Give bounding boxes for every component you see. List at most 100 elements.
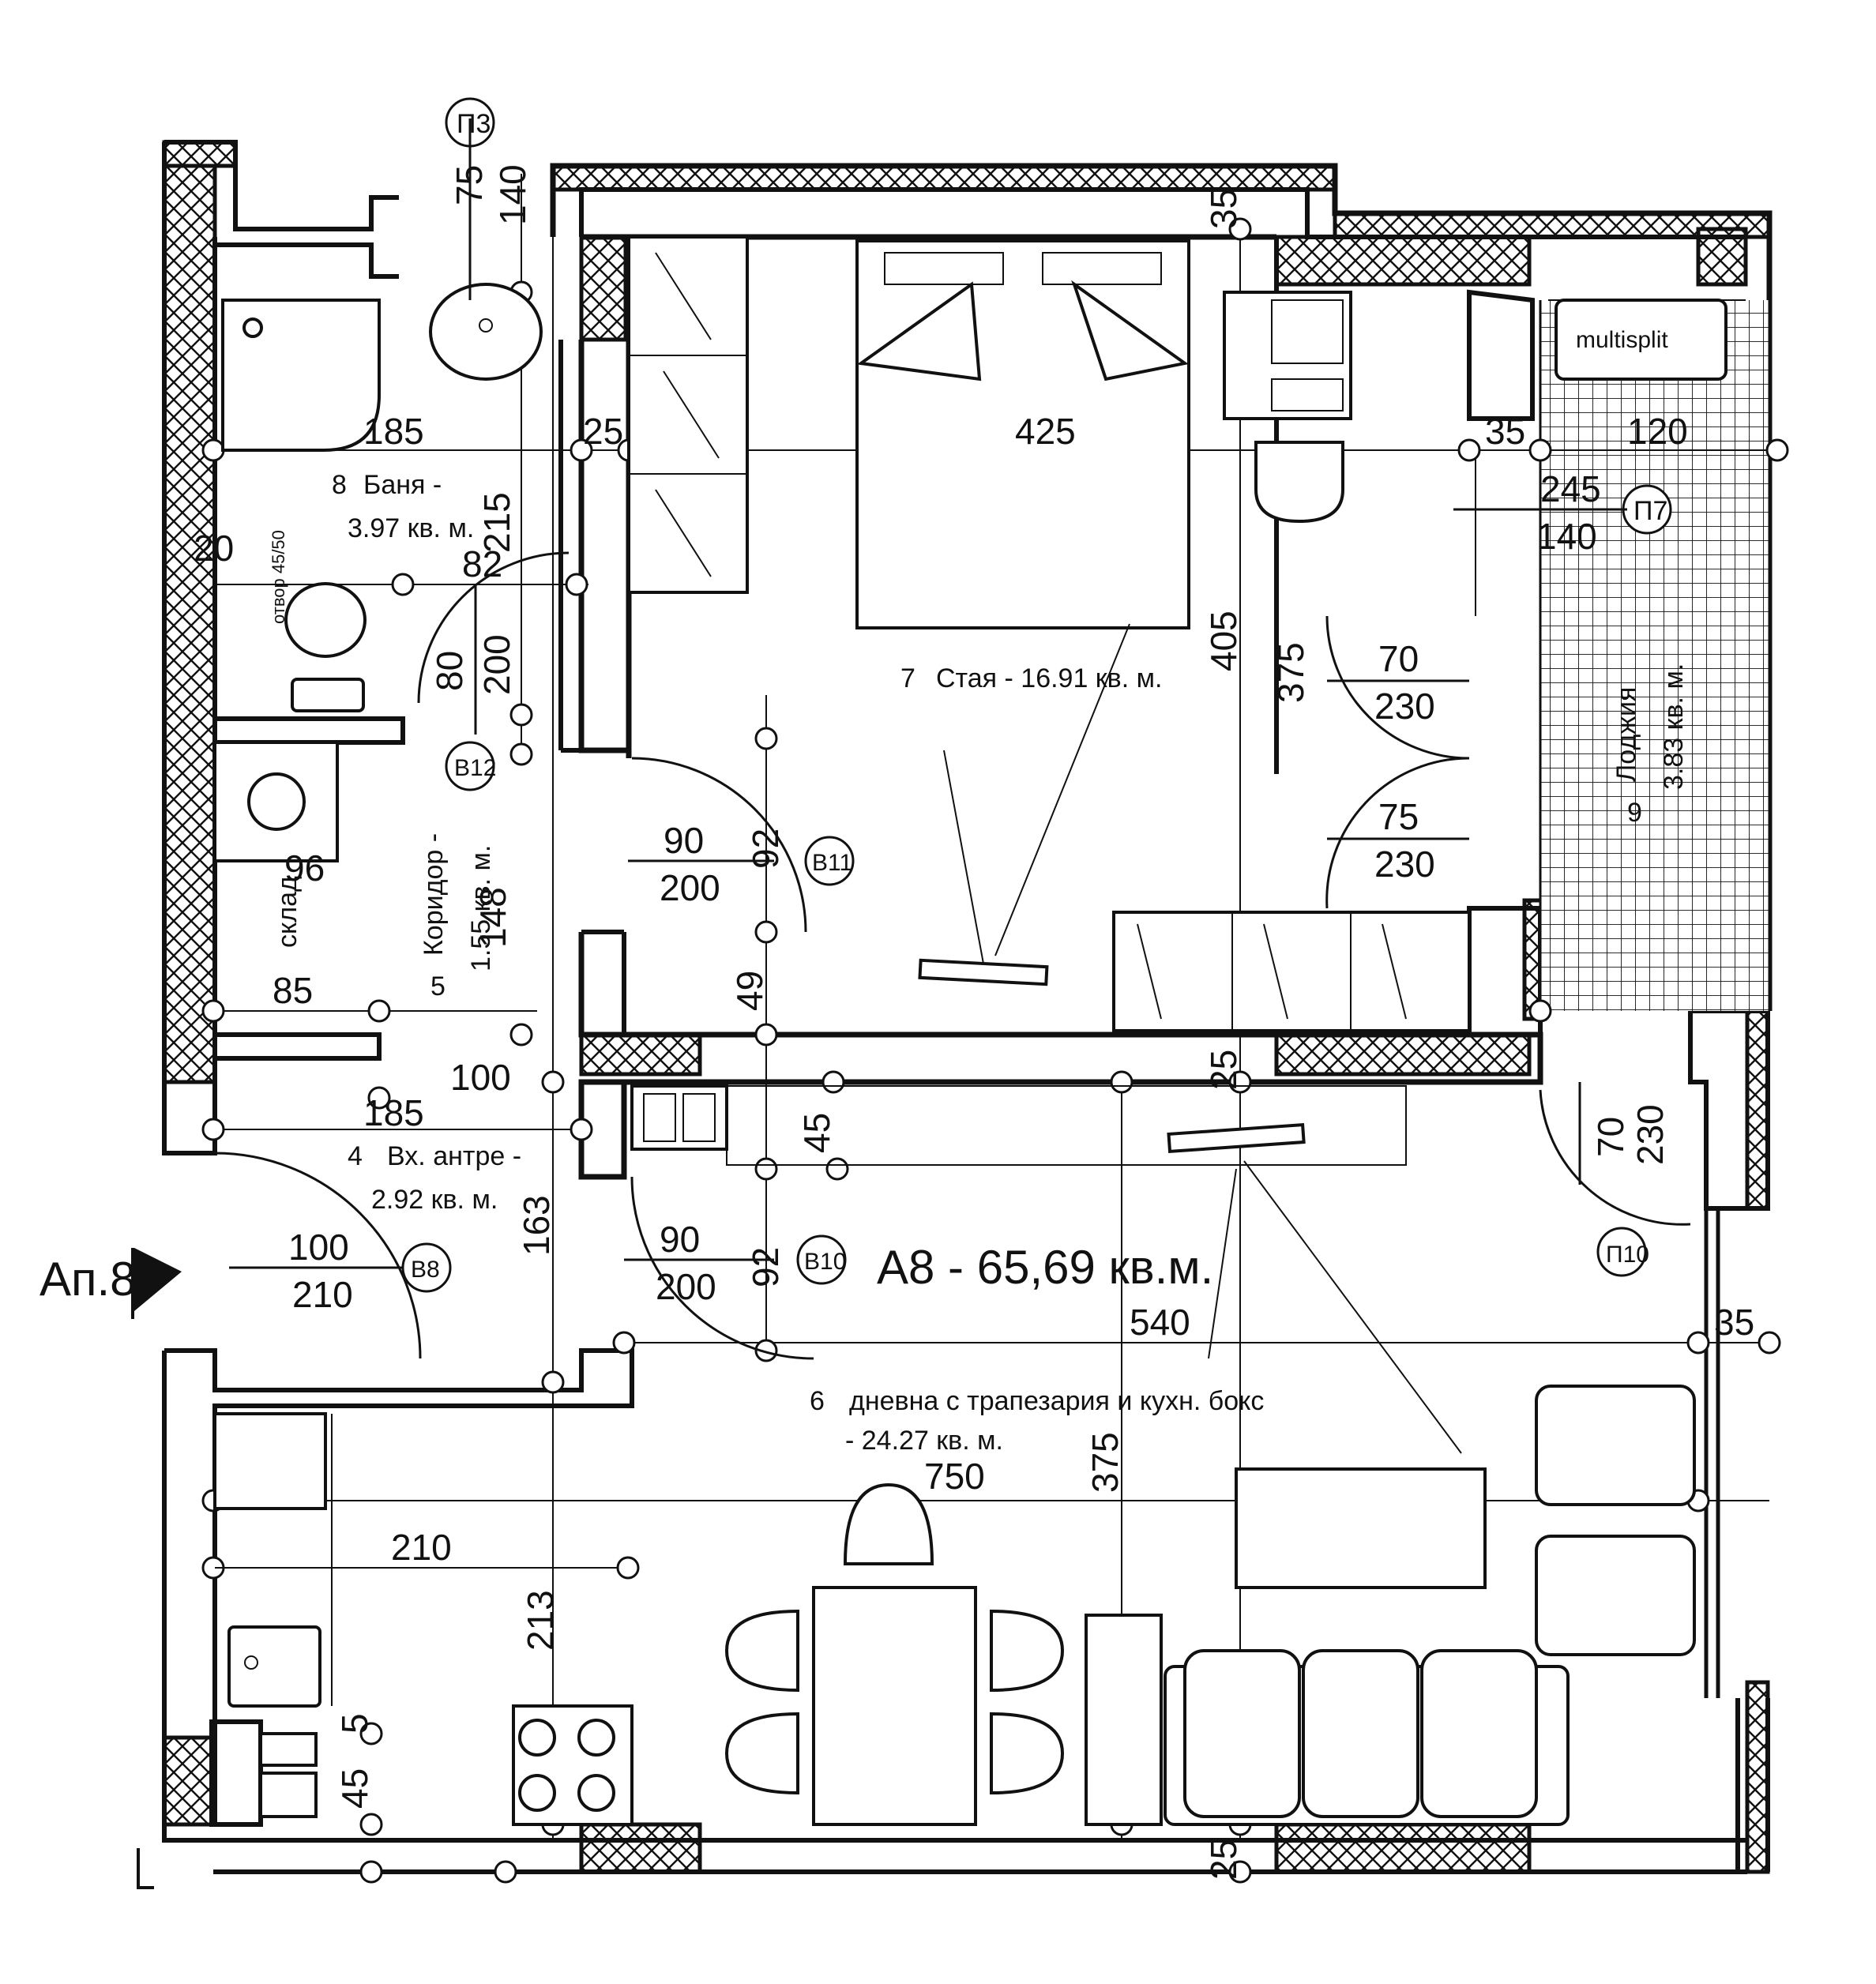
door-tag-b12: В12 [454, 755, 496, 781]
corridor-wardrobe [1112, 911, 1471, 1032]
room-9-area: 3.83 кв. м. [1659, 663, 1689, 790]
kitchen-sink [227, 1625, 321, 1708]
door-tags: П3 П7 П10 В12 В11 В10 В8 [401, 97, 1672, 1293]
kitchen-unit-corridor [630, 1084, 728, 1151]
opening-w-bath: 75 [449, 165, 490, 205]
double-bed [855, 239, 1190, 629]
armchair [1535, 1535, 1696, 1656]
cabinet-top-right [1223, 291, 1352, 420]
opening-w-loggia: 245 [1540, 468, 1601, 509]
opening-h-loggia: 140 [1536, 516, 1597, 557]
room-4-name: Вх. антре - [387, 1141, 521, 1171]
door-tag-b8: В8 [411, 1257, 440, 1283]
dim-storage-85: 85 [273, 970, 313, 1011]
dim-corridor-148: 148 [472, 887, 513, 948]
opening-w-loggia-door-2: 75 [1378, 796, 1419, 837]
room-8-area: 3.97 кв. м. [348, 513, 474, 543]
room-6-number: 6 [810, 1386, 825, 1416]
dim-loggia-120: 120 [1627, 411, 1688, 452]
dimension-numbers: 185 25 425 35 120 215 82 405 375 96 85 1… [194, 189, 1754, 1880]
dim-45-corridor: 45 [796, 1113, 837, 1153]
room-4-area: 2.92 кв. м. [371, 1185, 498, 1215]
room-7-number: 7 [900, 663, 915, 693]
dim-living-375: 375 [1085, 1432, 1126, 1493]
opening-w-bedroom: 90 [664, 820, 704, 861]
entry-arrow-icon [134, 1248, 182, 1311]
opening-h-bath: 140 [492, 164, 533, 225]
room-5-number: 5 [430, 971, 446, 1001]
furniture [213, 235, 1696, 1826]
dim-bath-width: 185 [363, 411, 424, 452]
dim-45-kitchen: 45 [334, 1768, 375, 1809]
dining-table [812, 1586, 977, 1826]
opening-h-living: 200 [656, 1266, 716, 1307]
kitchen-cabinet [213, 1412, 327, 1510]
door-tag-b11: В11 [812, 850, 852, 876]
opening-h-loggia-door-2: 230 [1374, 844, 1435, 885]
opening-w-balcony: 70 [1590, 1117, 1631, 1157]
room-5-area: 1.55 кв. м. [466, 845, 496, 971]
room-5-name: Коридор - [419, 833, 449, 956]
dim-bedroom-405: 405 [1203, 611, 1244, 671]
dim-wall-35-right: 35 [1485, 411, 1525, 452]
room-9-name: Лоджия [1611, 687, 1641, 782]
opening-w-loggia-door-1: 70 [1378, 638, 1419, 679]
storage-label: склад [273, 876, 303, 948]
room-4-number: 4 [348, 1141, 363, 1171]
room-6-name: дневна с трапезария и кухн. бокс [849, 1386, 1264, 1416]
dim-wall-25-bottom: 25 [1203, 1839, 1244, 1880]
dim-entry-185: 185 [363, 1092, 424, 1133]
dim-92-living: 92 [745, 1247, 786, 1287]
dim-100: 100 [450, 1057, 511, 1098]
opening-h-bedroom: 200 [660, 867, 720, 908]
dim-bath-215: 215 [476, 492, 517, 553]
room-8-name: Баня - [363, 470, 442, 500]
armchair [1535, 1385, 1696, 1506]
door-swings [214, 551, 1691, 1360]
dim-kitchen-213: 213 [520, 1590, 561, 1651]
dim-82: 82 [462, 543, 502, 584]
opening-sizes: 75 140 245 140 80 200 90 200 70 230 75 2… [229, 118, 1671, 1315]
dim-wall-35-top: 35 [1203, 189, 1244, 229]
opening-h-loggia-door-1: 230 [1374, 686, 1435, 727]
room-labels: 8 Баня - 3.97 кв. м. 7 Стая - 16.91 кв. … [39, 327, 1689, 1456]
dim-92-bedroom: 92 [745, 829, 786, 869]
loggia-floor [1539, 299, 1771, 1011]
dim-wall-35-living: 35 [1714, 1302, 1754, 1343]
opening-h-entry: 210 [292, 1274, 353, 1315]
multisplit-label: multisplit [1576, 327, 1668, 353]
door-tag-p7: П7 [1634, 496, 1667, 526]
washing-machine [213, 741, 339, 862]
dim-living-750: 750 [924, 1456, 985, 1497]
toilet [284, 582, 367, 658]
dim-storage-96: 96 [284, 847, 325, 889]
dim-20-bath: 20 [194, 528, 234, 569]
room-7-name: Стая - 16.91 кв. м. [936, 663, 1162, 693]
door-tag-b10: В10 [804, 1249, 846, 1275]
dim-wall-25-top: 25 [583, 411, 623, 452]
shower-tray [221, 299, 381, 452]
entry-label: Ап.8 [39, 1253, 137, 1306]
dim-bedroom-375: 375 [1270, 642, 1311, 703]
door-tag-p10: П10 [1606, 1242, 1649, 1268]
dim-living-540: 540 [1130, 1302, 1190, 1343]
coffee-table [1235, 1467, 1487, 1589]
room-9-number: 9 [1627, 798, 1642, 828]
opening-w-living: 90 [660, 1219, 700, 1260]
apartment-label: A8 - 65,69 кв.м. [877, 1241, 1213, 1294]
opening-w-wc: 80 [429, 651, 470, 691]
opening-h-balcony: 230 [1630, 1104, 1671, 1165]
dim-wall-25-mid: 25 [1203, 1050, 1244, 1090]
dim-5-kitchen: 5 [334, 1713, 375, 1734]
bedroom-wardrobe [627, 235, 749, 594]
opening-w-entry: 100 [288, 1227, 349, 1268]
dim-kitchen-210: 210 [391, 1527, 452, 1568]
opening-h-wc: 200 [476, 634, 517, 695]
door-tag-p3: П3 [457, 109, 491, 139]
dim-49: 49 [729, 971, 770, 1011]
room-6-area: - 24.27 кв. м. [845, 1426, 1003, 1456]
shaft-note: отвор 45/50 [269, 530, 288, 624]
dim-bedroom-width: 425 [1015, 411, 1076, 452]
dim-entry-163: 163 [516, 1195, 557, 1256]
